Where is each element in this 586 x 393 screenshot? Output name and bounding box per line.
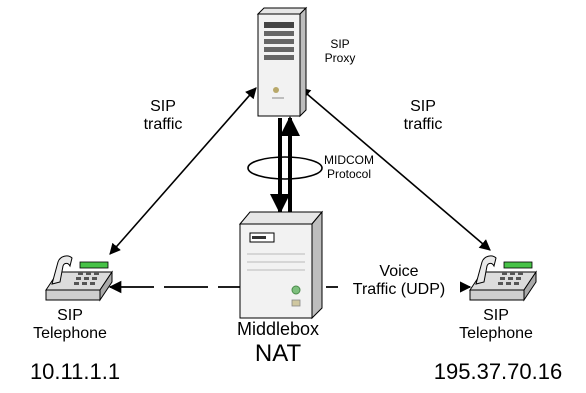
left-sip-traffic-line2: traffic (143, 116, 183, 134)
sip-proxy-label-line2: Proxy (324, 50, 356, 65)
voice-label-line1: Voice (379, 263, 419, 280)
left-telephone-label-line2: Telephone (33, 325, 107, 343)
left-telephone-icon (45, 255, 113, 302)
left-telephone-label-line1: SIP (57, 307, 83, 324)
left-telephone-address: 10.11.1.1 (29, 359, 121, 384)
right-sip-traffic-line2: traffic (403, 116, 443, 134)
sip-proxy-server-icon (256, 6, 308, 118)
midcom-link (247, 116, 323, 214)
middlebox-server-icon (238, 210, 324, 320)
midcom-label-line1: MIDCOM (324, 153, 374, 167)
middlebox-label-line2: NAT (254, 339, 302, 367)
sip-link-left (109, 87, 257, 255)
right-telephone-label: SIP Telephone (436, 307, 556, 344)
right-telephone-address: 195.37.70.16 (433, 359, 563, 384)
left-sip-traffic-label: SIP traffic (128, 98, 198, 135)
voice-traffic-label: Voice Traffic (UDP) (338, 263, 460, 300)
right-telephone-label-line1: SIP (483, 307, 509, 324)
middlebox-label: Middlebox NAT (206, 319, 350, 367)
midcom-label-line2: Protocol (326, 166, 372, 181)
left-sip-traffic-line1: SIP (150, 98, 176, 115)
sip-link-right (299, 87, 491, 251)
left-telephone-label: SIP Telephone (10, 307, 130, 344)
right-telephone-icon (469, 255, 537, 302)
right-sip-traffic-line1: SIP (410, 98, 436, 115)
middlebox-label-line1: Middlebox (236, 319, 320, 339)
voice-label-line2: Traffic (UDP) (352, 281, 446, 299)
right-sip-traffic-label: SIP traffic (388, 98, 458, 135)
sip-proxy-label: SIP Proxy (318, 37, 362, 66)
sip-proxy-label-line1: SIP (330, 37, 350, 51)
midcom-protocol-label: MIDCOM Protocol (314, 153, 384, 182)
right-telephone-label-line2: Telephone (459, 325, 533, 343)
